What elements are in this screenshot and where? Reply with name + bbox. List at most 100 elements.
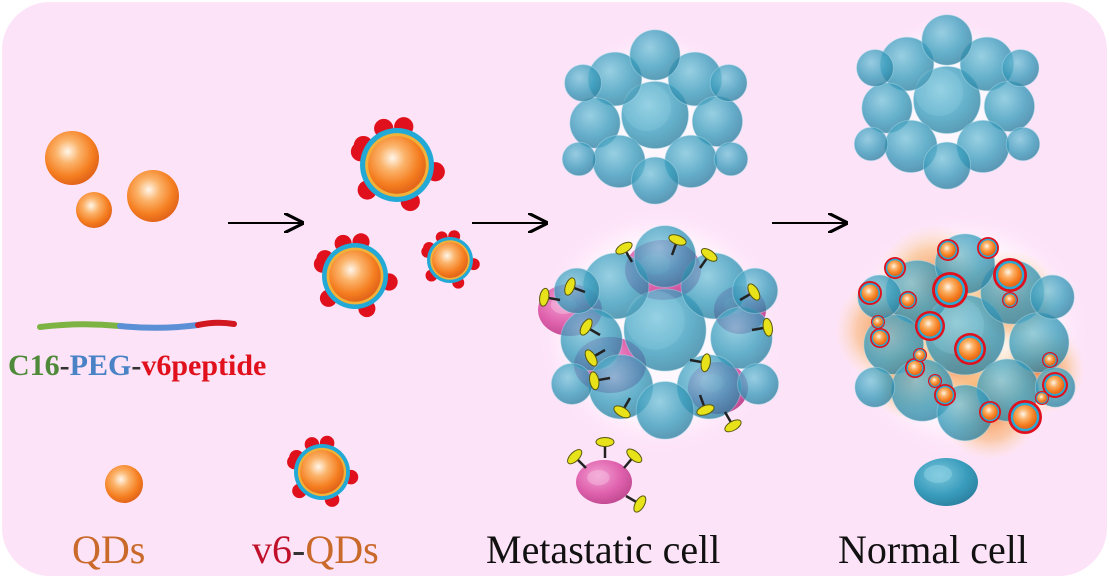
qd-core (930, 376, 940, 386)
cell-lobe (922, 141, 972, 190)
bound-v6-qd (1002, 292, 1018, 308)
bound-v6-qd (977, 237, 999, 259)
c16-segment (37, 321, 123, 330)
bound-v6-qd (1042, 352, 1058, 368)
qd-core (980, 240, 996, 256)
cell-lobe (569, 97, 621, 149)
receptor-icon (589, 371, 611, 391)
qd-core (873, 331, 887, 345)
qd-core (937, 387, 953, 403)
receptor-icon (613, 397, 632, 419)
legend-v6-qds-label: v6-QDs (252, 527, 379, 572)
receptor-head (615, 241, 633, 255)
cell-highlight (623, 83, 671, 131)
cell-lobe (853, 126, 889, 162)
normal-cluster-bottom (835, 225, 1085, 460)
quantum-dot (45, 131, 99, 185)
metastatic-cell (576, 460, 632, 504)
bound-v6-qd (993, 258, 1027, 292)
receptor-icon (595, 437, 615, 458)
legend-v6-qd-icon (287, 435, 359, 507)
bound-v6-qd (979, 401, 1001, 423)
receptor-head (626, 448, 643, 463)
qd-core (937, 277, 963, 303)
v6-qd (350, 117, 445, 212)
peg-segment (117, 322, 201, 331)
qd-core (368, 136, 426, 194)
qd-core (329, 250, 381, 302)
cell-lobe (620, 80, 690, 150)
receptor-icon (723, 411, 742, 433)
cell-highlight (625, 290, 685, 350)
receptor-head (613, 405, 631, 419)
receptor-icon (689, 353, 711, 373)
receptor-icon (567, 449, 587, 469)
cell-clusters (535, 14, 1090, 460)
receptor-icon (739, 283, 761, 302)
cell-lobe (623, 288, 707, 372)
receptor-head (567, 449, 583, 465)
qd-core (300, 450, 344, 494)
cell-highlight (915, 68, 963, 116)
cell-lobe (709, 64, 748, 102)
legend-row: QDs v6-QDs Metastatic cell Normal cell (72, 435, 1028, 572)
cell-lobe (633, 225, 697, 288)
receptor-icon (584, 348, 606, 367)
qd-core (1004, 294, 1016, 306)
cell-lobe (912, 65, 982, 135)
bound-v6-qd (915, 311, 945, 341)
v6peptide-segment (195, 319, 237, 328)
receptor-head (700, 248, 718, 262)
receptor-head (579, 318, 593, 336)
receptor-head (564, 277, 576, 296)
qd-core (958, 337, 982, 361)
receptor-icon (668, 234, 687, 256)
linker-label: C16-PEG-v6peptide (8, 349, 266, 382)
receptor-head (700, 353, 711, 373)
bound-v6-qd (858, 281, 882, 305)
bound-v6-qd (934, 384, 956, 406)
cell-lobe (629, 29, 681, 81)
legend-metastatic-label: Metastatic cell (486, 527, 720, 572)
qd-core (901, 293, 915, 307)
c16-peg-v6peptide-molecule (37, 319, 237, 331)
quantum-dot (127, 170, 179, 222)
cell-lobe (1005, 126, 1041, 162)
v6-qd (287, 435, 359, 507)
qd-core (998, 263, 1022, 287)
metastatic-cluster-top (561, 29, 749, 205)
peg-label: PEG (70, 349, 132, 382)
cell-lobe (561, 141, 597, 177)
receptor-head (724, 419, 742, 433)
qd-core (1045, 375, 1065, 395)
cell-lobe (1029, 274, 1075, 320)
receptor-icon (564, 277, 586, 296)
qd-core (915, 350, 925, 360)
metastatic-cluster-bottom (538, 225, 780, 440)
cell-lobe (635, 381, 695, 440)
cell-lobe (921, 14, 973, 66)
cell-lobe (856, 49, 894, 87)
cell-lobe (861, 82, 913, 134)
qd-core (873, 317, 883, 327)
cell-lobe (713, 141, 749, 177)
receptor-icon (696, 394, 715, 416)
v6-qd (421, 230, 480, 289)
normal-cluster-top (853, 14, 1041, 190)
bound-v6-qd (884, 257, 906, 279)
receptor-head (584, 349, 598, 367)
receptor-head (668, 234, 687, 246)
receptor-head (762, 317, 773, 337)
bound-v6-qd (932, 272, 968, 308)
cell-lobe (630, 156, 680, 205)
cell-lobe (1001, 49, 1040, 87)
qd-core (940, 242, 956, 258)
cell-lobe (854, 366, 896, 408)
receptor-icon (579, 318, 601, 337)
metastatic-cell-body (576, 460, 632, 504)
legend-normal-cell-icon (914, 458, 978, 506)
qd-core (861, 284, 879, 302)
bound-v6-qd (870, 328, 890, 348)
metastatic-cell-highlight (587, 469, 610, 486)
bare-qd-group (45, 131, 179, 228)
